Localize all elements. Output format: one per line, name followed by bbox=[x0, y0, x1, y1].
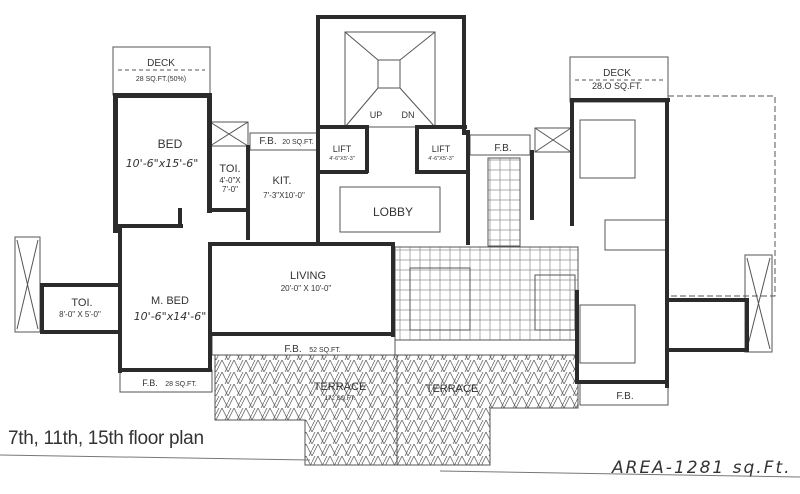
terrace2-label: TERRACE bbox=[426, 383, 479, 395]
bed-size: 10'-6"x15'-6" bbox=[126, 157, 199, 170]
toi-left-size: 8'-0" X 5'-0" bbox=[59, 310, 101, 319]
kit-size: 7'-3"X10'-0" bbox=[263, 191, 305, 200]
toi-small-size1: 4'-0"X bbox=[219, 176, 241, 185]
dining-tile-floor bbox=[394, 246, 579, 341]
fb-right-bottom-label: F.B. bbox=[616, 391, 633, 402]
fb-28-size: 28 SQ.FT. bbox=[165, 381, 197, 388]
lift1-label: LIFT bbox=[333, 144, 352, 154]
deck-right-label: DECK bbox=[603, 68, 631, 79]
stair-dn: DN bbox=[402, 110, 415, 120]
lift2-size: 4'-6"X5'-3" bbox=[428, 156, 454, 162]
fb-20-label: F.B. bbox=[259, 136, 276, 147]
lift1-size: 4'-6"X5'-3" bbox=[329, 156, 355, 162]
living-size: 20'-0" X 10'-0" bbox=[281, 284, 332, 293]
terrace-area bbox=[214, 354, 579, 466]
lift2-label: LIFT bbox=[432, 144, 451, 154]
bed-label: BED bbox=[158, 137, 183, 151]
kitchen-tile-floor bbox=[487, 157, 521, 247]
fb-right-top-label: F.B. bbox=[494, 143, 511, 154]
kit-label: KIT. bbox=[273, 175, 292, 187]
plan-title: 7th, 11th, 15th floor plan bbox=[8, 428, 204, 449]
living-label: LIVING bbox=[290, 270, 326, 282]
terrace1-label: TERRACE bbox=[314, 381, 367, 393]
rule-lines bbox=[0, 454, 800, 478]
fb-28-label: F.B. bbox=[142, 378, 158, 388]
plan-area: AREA-1281 sq.Ft. bbox=[612, 458, 792, 478]
deck-left-label: DECK bbox=[147, 58, 175, 69]
toi-small-label: TOI. bbox=[219, 163, 240, 175]
toi-small-size2: 7'-0" bbox=[222, 185, 238, 194]
terrace1-size: 172 SQ.FT. bbox=[325, 396, 356, 402]
walls bbox=[40, 15, 749, 388]
deck-right-size: 28.O SQ.FT. bbox=[592, 81, 642, 91]
deck-left-size: 28 SQ.FT.(50%) bbox=[136, 76, 186, 83]
toi-left-label: TOI. bbox=[71, 297, 92, 309]
lobby-label: LOBBY bbox=[373, 205, 413, 219]
stair-up: UP bbox=[370, 110, 383, 120]
m-bed-size: 10'-6"x14'-6" bbox=[134, 310, 207, 323]
fb-52-label: F.B. bbox=[284, 344, 301, 355]
fb-20-size: 20 SQ.FT. bbox=[282, 139, 314, 146]
m-bed-label: M. BED bbox=[151, 295, 189, 307]
fb-52-size: 52 SQ.FT. bbox=[309, 347, 341, 354]
